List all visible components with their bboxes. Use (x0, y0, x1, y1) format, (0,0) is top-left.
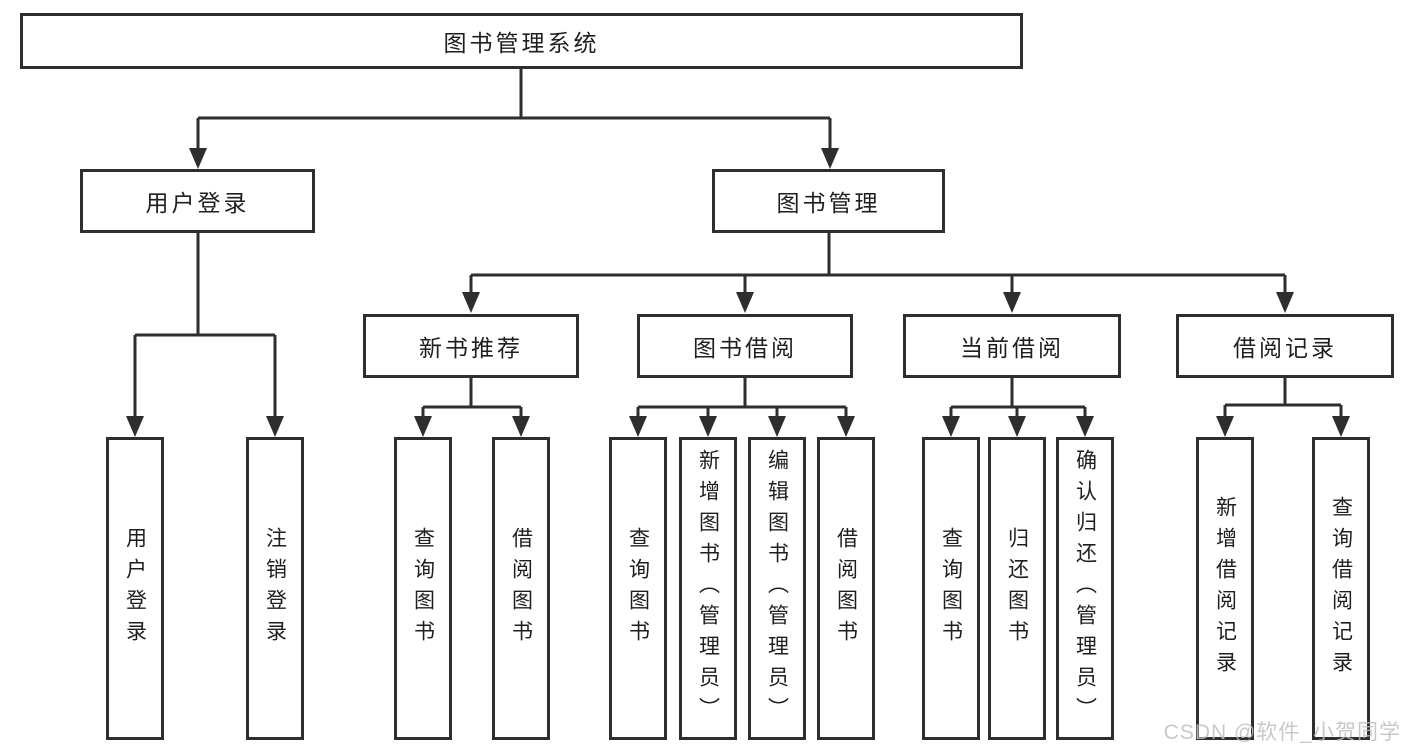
node-borrow-query-books-label: 查询图书 (626, 526, 650, 651)
node-add-borrow-record: 新增借阅记录 (1196, 437, 1254, 740)
node-borrow-records-label: 借阅记录 (1233, 335, 1337, 361)
edges-borrow-records (1216, 378, 1350, 437)
node-return-book-label: 归还图书 (1005, 526, 1029, 651)
node-user-login-leaf-label: 用户登录 (123, 526, 147, 651)
node-borrow-records: 借阅记录 (1176, 314, 1394, 378)
csdn-watermark: CSDN @软件_小贺同学 (1163, 721, 1401, 744)
node-current-query-books: 查询图书 (922, 437, 980, 740)
node-current-query-books-label: 查询图书 (939, 526, 963, 651)
node-current-borrow: 当前借阅 (903, 314, 1121, 378)
node-new-book-recommend: 新书推荐 (363, 314, 579, 378)
edges-current-borrow (942, 378, 1094, 437)
node-current-borrow-label: 当前借阅 (960, 335, 1064, 361)
node-book-borrow: 图书借阅 (637, 314, 853, 378)
node-library-system-label: 图书管理系统 (443, 30, 600, 56)
node-borrow-books: 借阅图书 (817, 437, 875, 740)
node-borrow-query-books: 查询图书 (609, 437, 667, 740)
node-recommend-query-books: 查询图书 (394, 437, 452, 740)
node-add-borrow-record-label: 新增借阅记录 (1213, 495, 1237, 682)
node-user-login-leaf: 用户登录 (106, 437, 164, 740)
node-library-system: 图书管理系统 (20, 13, 1023, 69)
node-borrow-books-label: 借阅图书 (834, 526, 858, 651)
node-query-borrow-record-label: 查询借阅记录 (1329, 495, 1353, 682)
edges-book-management (462, 233, 1294, 313)
node-new-book-recommend-label: 新书推荐 (419, 335, 523, 361)
node-add-book-admin: 新增图书（管理员） (679, 437, 737, 740)
node-edit-book-admin-label: 编辑图书（管理员） (765, 449, 789, 728)
node-add-book-admin-label: 新增图书（管理员） (696, 449, 720, 728)
node-book-borrow-label: 图书借阅 (693, 335, 797, 361)
node-logout: 注销登录 (246, 437, 304, 740)
node-book-management-label: 图书管理 (776, 190, 881, 216)
edges-book-borrow (629, 378, 855, 437)
node-confirm-return-admin-label: 确认归还（管理员） (1073, 449, 1097, 728)
node-recommend-query-books-label: 查询图书 (411, 526, 435, 651)
node-edit-book-admin: 编辑图书（管理员） (748, 437, 806, 740)
node-recommend-borrow-books-label: 借阅图书 (509, 526, 533, 651)
edges-new-book-recommend (414, 378, 530, 437)
node-user-login-label: 用户登录 (145, 190, 250, 216)
edges-root (189, 69, 839, 169)
node-book-management: 图书管理 (712, 169, 945, 233)
edges-user-login (126, 233, 284, 437)
node-return-book: 归还图书 (988, 437, 1046, 740)
node-recommend-borrow-books: 借阅图书 (492, 437, 550, 740)
node-query-borrow-record: 查询借阅记录 (1312, 437, 1370, 740)
node-user-login: 用户登录 (80, 169, 315, 233)
node-logout-label: 注销登录 (263, 526, 287, 651)
node-confirm-return-admin: 确认归还（管理员） (1056, 437, 1114, 740)
